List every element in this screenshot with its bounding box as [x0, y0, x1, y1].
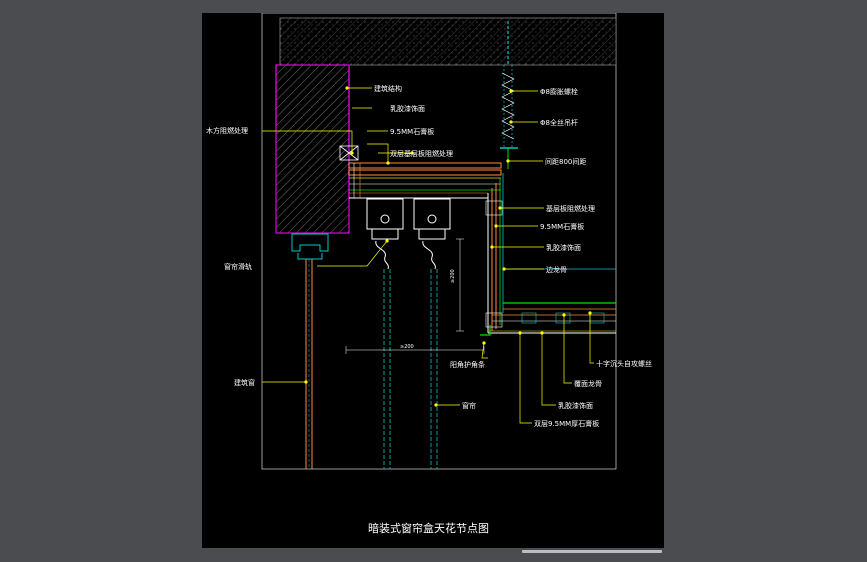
label-building-structure: 建筑结构	[374, 84, 402, 93]
label-corner-guard: 阳角护角条	[450, 360, 485, 369]
dimension-width: ≥200	[400, 344, 414, 350]
drawing-frame	[261, 13, 617, 470]
label-cover-keel: 覆面龙骨	[574, 379, 602, 388]
dimension-lines	[345, 238, 485, 354]
label-building-window: 建筑窗	[234, 378, 255, 387]
label-gypsum-board-top: 9.5MM石膏板	[390, 127, 434, 136]
drawing-title: 暗装式窗帘盒天花节点图	[368, 521, 489, 535]
label-curtain: 窗帘	[462, 401, 476, 410]
label-latex-paint-top: 乳胶漆饰面	[390, 104, 425, 113]
label-double-base-board: 双层基层板阻燃处理	[390, 149, 453, 158]
curtain-box-top-boards	[348, 162, 502, 199]
wood-batten	[339, 145, 359, 161]
suspended-ceiling	[480, 268, 616, 336]
dimension-height: ≥200	[450, 269, 456, 283]
label-latex-paint-side: 乳胶漆饰面	[546, 243, 581, 252]
curtain	[383, 269, 438, 469]
label-double-gypsum-board: 双层9.5MM厚石膏板	[534, 419, 599, 428]
label-edge-keel: 边龙骨	[546, 265, 567, 274]
cad-drawing-canvas: ≥200 ≥200	[202, 13, 664, 553]
label-expansion-bolt: Φ8膨胀螺栓	[540, 87, 578, 96]
hanger-rod	[500, 21, 518, 169]
curtain-box-side-boards	[485, 173, 504, 333]
horizontal-scrollbar[interactable]	[522, 550, 662, 553]
label-cross-screw: 十字沉头自攻螺丝	[596, 359, 652, 368]
window-frame	[291, 233, 329, 469]
curtain-track	[366, 198, 451, 270]
leader-dots	[304, 86, 592, 407]
label-base-board: 基层板阻燃处理	[546, 204, 595, 213]
label-wood-batten: 木方阻燃处理	[206, 126, 248, 135]
leader-lines	[262, 87, 594, 424]
ceiling-node-detail-drawing: ≥200 ≥200	[206, 13, 652, 535]
structure-wall	[275, 64, 350, 234]
label-gypsum-board-side: 9.5MM石膏板	[540, 222, 584, 231]
label-latex-paint-ceiling: 乳胶漆饰面	[558, 401, 593, 410]
label-spacing: 间距800间距	[545, 158, 586, 166]
label-hanger-rod: Φ8全丝吊杆	[540, 118, 578, 127]
label-curtain-track: 窗帘滑轨	[224, 262, 252, 271]
concrete-slab	[279, 17, 617, 66]
